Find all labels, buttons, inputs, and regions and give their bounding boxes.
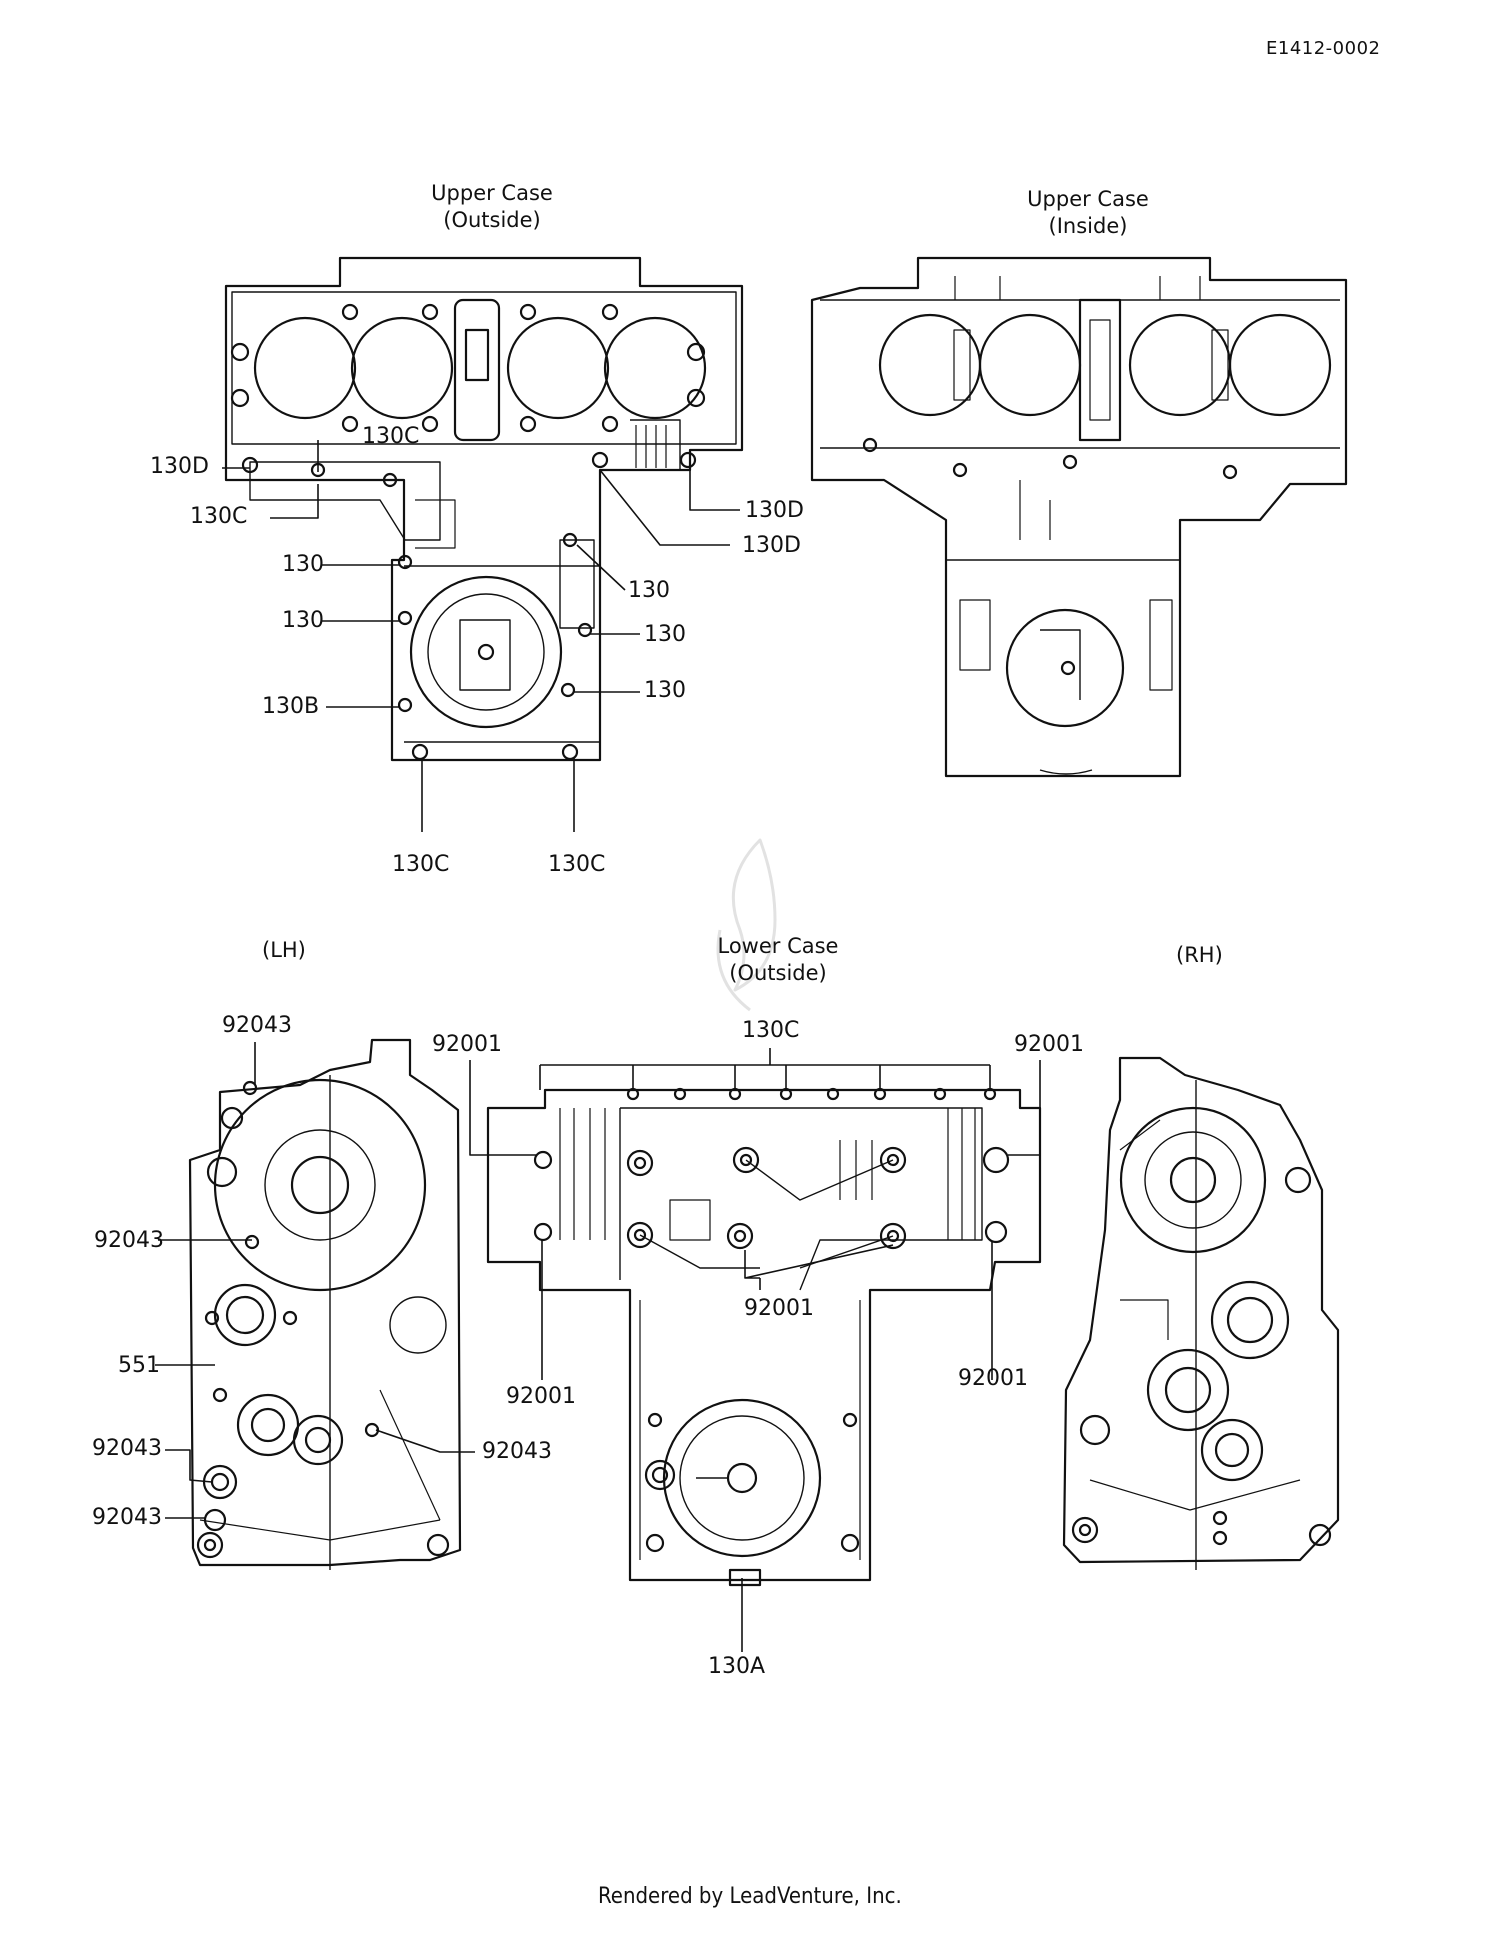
- rh-case-drawing: [1064, 1058, 1338, 1570]
- upper-case-inside-drawing: [812, 258, 1346, 776]
- footer-credit: Rendered by LeadVenture, Inc.: [598, 1884, 902, 1909]
- callout-130: 130: [628, 578, 670, 603]
- view-title-lower-outside-line2: (Outside): [729, 960, 827, 985]
- callout-551: 551: [118, 1353, 160, 1378]
- callout-130a: 130A: [708, 1654, 766, 1679]
- lh-case-drawing: [190, 1040, 460, 1570]
- callout-130c: 130C: [190, 504, 248, 529]
- callout-130d: 130D: [150, 454, 209, 479]
- callout-leader-lines: [155, 440, 1040, 1652]
- view-title-upper-inside-line1: Upper Case: [1027, 187, 1149, 211]
- callout-130c: 130C: [742, 1018, 800, 1043]
- callout-92043: 92043: [222, 1013, 292, 1038]
- callout-130: 130: [644, 622, 686, 647]
- callout-130: 130: [282, 608, 324, 633]
- upper-case-outside-drawing: [226, 258, 742, 760]
- view-title-lh: (LH): [262, 938, 306, 962]
- callout-130c: 130C: [392, 852, 450, 877]
- view-title-lower-outside: Lower Case (Outside): [658, 933, 898, 987]
- callout-130: 130: [282, 552, 324, 577]
- callout-130: 130: [644, 678, 686, 703]
- callout-92001: 92001: [958, 1366, 1028, 1391]
- callout-130b: 130B: [262, 694, 320, 719]
- callout-92043: 92043: [94, 1228, 164, 1253]
- view-title-upper-outside: Upper Case (Outside): [372, 180, 612, 234]
- view-title-upper-outside-line2: (Outside): [443, 207, 541, 232]
- view-title-upper-inside-line2: (Inside): [1048, 213, 1128, 238]
- view-title-upper-inside: Upper Case (Inside): [968, 186, 1208, 240]
- view-title-upper-outside-line1: Upper Case: [431, 181, 553, 205]
- callout-92001: 92001: [506, 1384, 576, 1409]
- callout-130d: 130D: [745, 498, 804, 523]
- callout-92043: 92043: [92, 1505, 162, 1530]
- callout-130c: 130C: [362, 424, 420, 449]
- callout-130d: 130D: [742, 533, 801, 558]
- callout-130c: 130C: [548, 852, 606, 877]
- callout-92001: 92001: [432, 1032, 502, 1057]
- lower-case-outside-drawing: [488, 1089, 1040, 1585]
- callout-92043: 92043: [482, 1439, 552, 1464]
- watermark-logo: [718, 840, 775, 1010]
- callout-92043: 92043: [92, 1436, 162, 1461]
- callout-92001: 92001: [744, 1296, 814, 1321]
- callout-92001: 92001: [1014, 1032, 1084, 1057]
- view-title-rh: (RH): [1176, 943, 1223, 967]
- document-id: E1412-0002: [1266, 38, 1381, 59]
- view-title-lower-outside-line1: Lower Case: [717, 934, 839, 958]
